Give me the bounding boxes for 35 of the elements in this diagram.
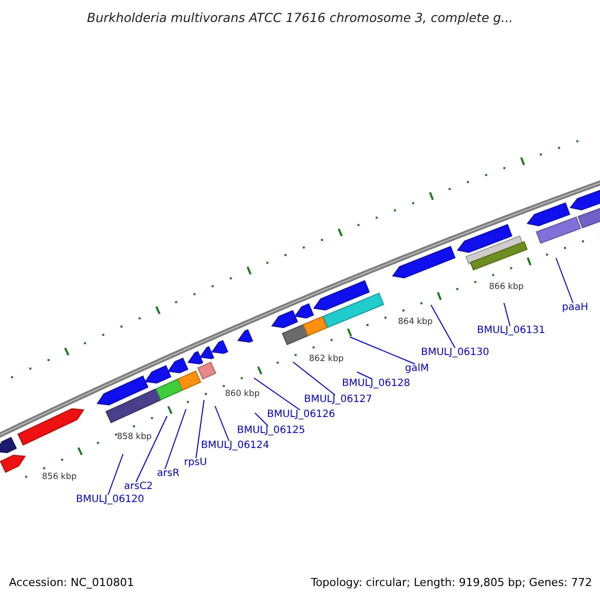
gene-label: BMULJ_06131 bbox=[477, 325, 546, 337]
leader-line bbox=[350, 336, 416, 364]
gene-label: galM bbox=[405, 363, 429, 375]
scale-label: 860 kbp bbox=[225, 389, 260, 399]
footer-text: Accession: NC_010801 bbox=[9, 576, 134, 589]
gene-label: BMULJ_06128 bbox=[342, 378, 410, 390]
leader-line bbox=[136, 416, 168, 482]
gene-label: paaH bbox=[562, 302, 588, 314]
footer-text: Topology: circular; Length: 919,805 bp; Genes: 772 bbox=[310, 576, 592, 589]
leader-line bbox=[254, 412, 268, 426]
gene-label: BMULJ_06130 bbox=[421, 347, 490, 359]
leader-line bbox=[356, 372, 372, 380]
leader-line bbox=[108, 454, 124, 496]
scale-label: 858 kbp bbox=[117, 432, 152, 442]
scale-label: 862 kbp bbox=[309, 354, 344, 364]
scale-label: 866 kbp bbox=[489, 282, 524, 292]
gene-label: arsC2 bbox=[124, 481, 153, 493]
gene-label: rpsU bbox=[184, 457, 207, 469]
leader-line bbox=[196, 400, 204, 458]
gene-label: BMULJ_06125 bbox=[237, 425, 306, 437]
leader-line bbox=[214, 406, 230, 442]
leader-line bbox=[254, 378, 300, 410]
gene-label: arsR bbox=[157, 468, 180, 480]
title: Burkholderia multivorans ATCC 17616 chromosome 3, complete g... bbox=[86, 10, 514, 25]
leader-line bbox=[164, 408, 186, 470]
leader-line bbox=[504, 302, 510, 326]
gene-label: BMULJ_06127 bbox=[304, 394, 372, 406]
leader-line bbox=[292, 362, 336, 396]
scale-label: 864 kbp bbox=[398, 317, 433, 327]
gene-label: BMULJ_06124 bbox=[201, 440, 270, 452]
scale-label: 856 kbp bbox=[42, 472, 77, 482]
leader-line bbox=[556, 258, 574, 304]
gene-label: BMULJ_06120 bbox=[76, 494, 144, 506]
gene-label: BMULJ_06126 bbox=[267, 409, 336, 421]
leader-line bbox=[430, 304, 456, 348]
